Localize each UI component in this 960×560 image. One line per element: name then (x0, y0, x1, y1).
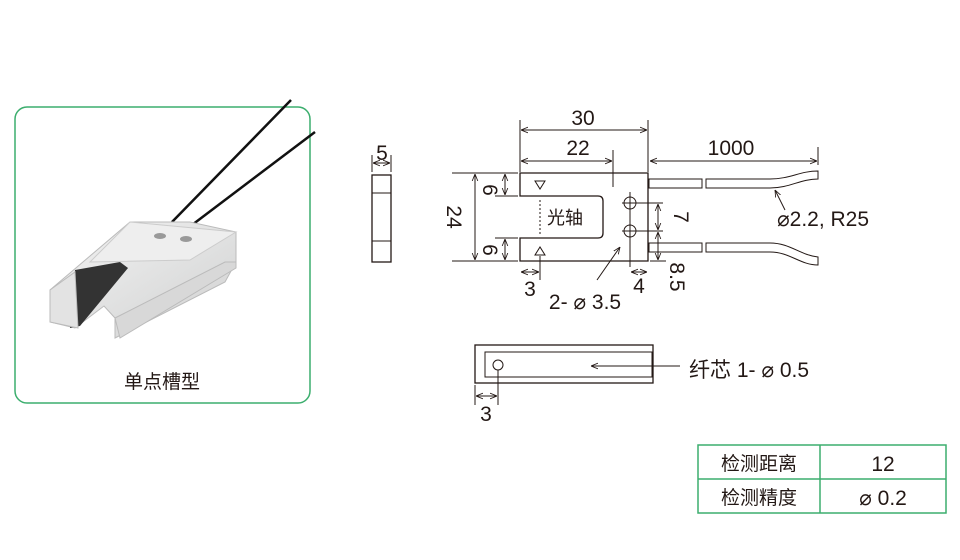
front-view: 3 纤芯 1- ⌀ 0.5 (474, 344, 809, 426)
top-view: 30 22 1000 7 8.5 24 6 6 光轴 (442, 107, 869, 314)
spec-value-distance: 12 (871, 453, 894, 476)
dim-arm-top: 6 (478, 184, 501, 196)
spec-value-precision: ⌀ 0.2 (859, 487, 907, 510)
side-view: 5 (371, 142, 392, 263)
product-photo (49, 99, 316, 339)
dim-hole-offset: 8.5 (665, 262, 688, 291)
dim-arm-bottom: 6 (478, 244, 501, 256)
dim-side-width: 5 (376, 142, 388, 165)
dim-height: 24 (442, 205, 465, 229)
dim-hole-edge: 4 (633, 275, 645, 298)
product-card: 单点槽型 (14, 99, 316, 404)
card-border (14, 106, 311, 404)
spec-label-distance: 检测距离 (721, 453, 797, 475)
dim-core-offset: 3 (480, 403, 492, 426)
dim-overall-length: 30 (571, 107, 594, 130)
fiber-core-callout: 纤芯 1- ⌀ 0.5 (689, 359, 809, 382)
spec-table: 检测距离 12 检测精度 ⌀ 0.2 (697, 444, 947, 514)
dim-cable-length: 1000 (708, 137, 755, 160)
holes-callout: 2- ⌀ 3.5 (549, 291, 621, 314)
dim-hole-pitch: 7 (669, 211, 692, 223)
cable-spec: ⌀2.2, R25 (777, 208, 869, 231)
dim-slot-depth: 22 (566, 137, 589, 160)
spec-label-precision: 检测精度 (721, 487, 797, 509)
product-label: 单点槽型 (124, 371, 200, 393)
dim-axis-offset: 3 (524, 278, 536, 301)
optical-axis-label: 光轴 (547, 208, 583, 228)
